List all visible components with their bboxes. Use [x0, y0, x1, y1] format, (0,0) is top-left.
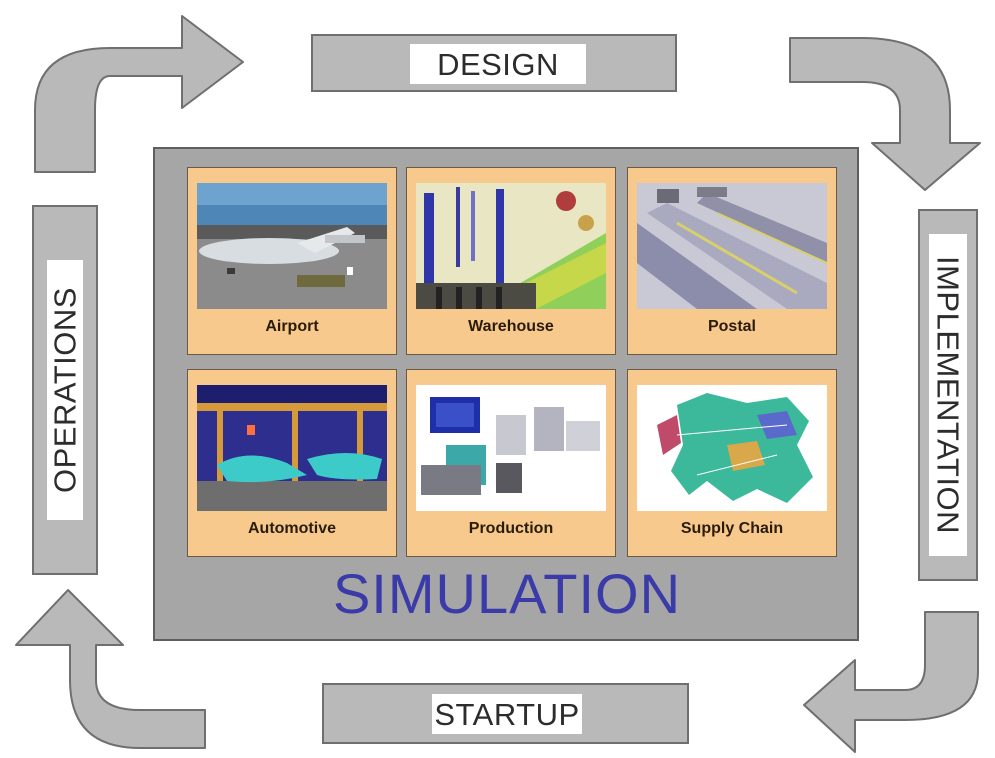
tile-postal: Postal [627, 167, 837, 355]
curved-arrow-bottom-right-icon [803, 611, 979, 753]
startup-stage-label: STARTUP [432, 694, 582, 734]
design-stage-label: DESIGN [410, 44, 586, 84]
operations-stage-label: OPERATIONS [47, 260, 83, 520]
tile-supply-chain: Supply Chain [627, 369, 837, 557]
tile-production-label: Production [468, 520, 554, 537]
curved-arrow-bottom-left-icon [15, 589, 206, 749]
tile-warehouse: Warehouse [406, 167, 616, 355]
warehouse-image [416, 183, 606, 309]
tile-production: Production [406, 369, 616, 557]
tile-airport: Airport [187, 167, 397, 355]
tile-warehouse-label: Warehouse [468, 318, 554, 335]
tile-automotive-label: Automotive [248, 520, 336, 537]
production-image [416, 385, 606, 511]
curved-arrow-top-left-icon [34, 15, 244, 173]
implementation-stage-label: IMPLEMENTATION [929, 234, 967, 556]
tile-automotive: Automotive [187, 369, 397, 557]
automotive-image [197, 385, 387, 511]
tile-supply-chain-label: Supply Chain [680, 520, 784, 537]
tile-airport-label: Airport [265, 318, 319, 335]
airport-image [197, 183, 387, 309]
simulation-title: SIMULATION [332, 562, 682, 625]
postal-image [637, 183, 827, 309]
supply-chain-image [637, 385, 827, 511]
tile-postal-label: Postal [707, 318, 756, 335]
curved-arrow-top-right-icon [789, 37, 981, 191]
